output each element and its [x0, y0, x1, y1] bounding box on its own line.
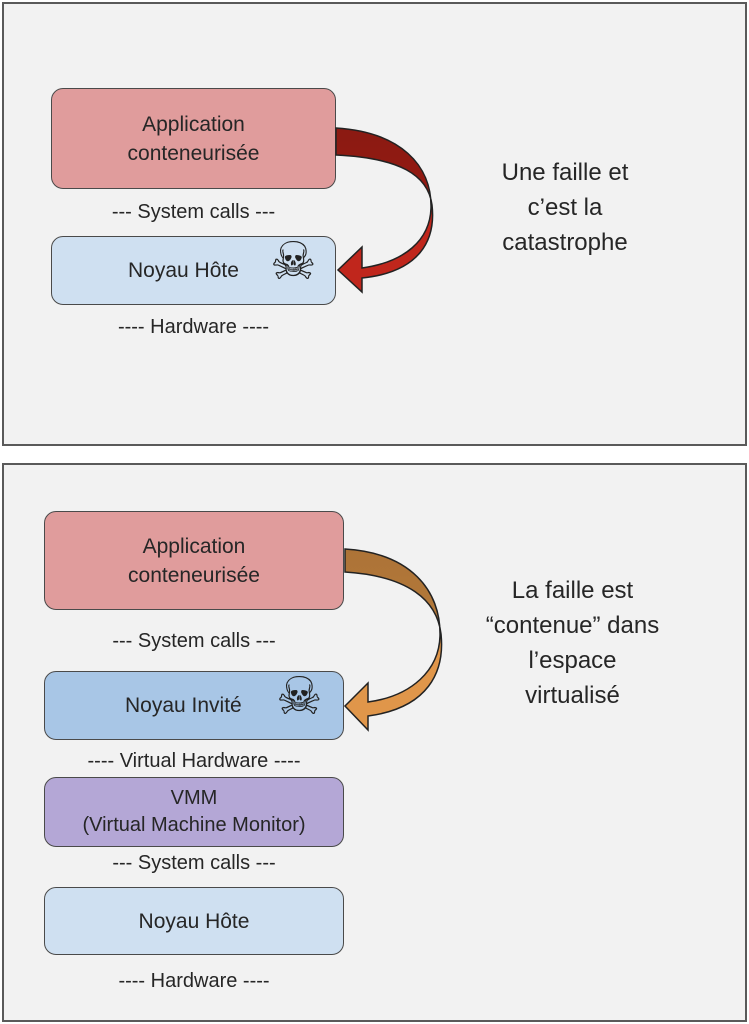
vmm-full-name: (Virtual Machine Monitor) — [82, 814, 306, 836]
virtual-hardware-layer-label: ---- Virtual Hardware ---- — [87, 750, 301, 772]
hardware-layer-label: ---- Hardware ---- — [118, 970, 270, 992]
host-kernel-label: Noyau Hôte — [138, 909, 250, 933]
caption-line: Une faille et — [501, 159, 629, 186]
container-app-label-line2: conteneurisée — [127, 141, 260, 165]
caption-line: “contenue” dans — [485, 612, 660, 639]
panel-host-kernel-scenario — [2, 2, 747, 446]
guest-kernel-label: Noyau Invité — [125, 694, 242, 717]
container-app-label-line1: Application — [142, 534, 246, 558]
vmm-label: VMM — [170, 787, 218, 809]
container-app-label-line1: Application — [142, 112, 245, 136]
syscalls-layer-label: --- System calls --- — [112, 852, 276, 874]
host-kernel-box: Noyau Hôte — [51, 236, 336, 305]
host-kernel-label: Noyau Hôte — [128, 259, 239, 282]
curved-arrow-shape — [335, 127, 434, 294]
container-app-box: Application conteneurisée — [51, 88, 336, 189]
caption-panel2: La faille est “contenue” dans l’espace v… — [455, 573, 690, 713]
caption-line: catastrophe — [502, 229, 628, 256]
container-app-label-line2: conteneurisée — [128, 563, 260, 587]
caption-line: l’espace — [528, 647, 617, 674]
syscalls-layer-label: --- System calls --- — [112, 630, 276, 652]
skull-crossbones-icon: ☠ — [270, 233, 317, 291]
caption-panel1: Une faille et c’est la catastrophe — [450, 155, 680, 260]
hardware-layer-label: ---- Hardware ---- — [117, 316, 270, 338]
caption-line: virtualisé — [525, 682, 620, 709]
host-kernel-box: Noyau Hôte — [44, 887, 344, 955]
curved-arrow-shape — [343, 548, 443, 732]
container-app-box: Application conteneurisée — [44, 511, 344, 610]
vmm-box: VMM (Virtual Machine Monitor) — [44, 777, 344, 847]
syscalls-layer-label: --- System calls --- — [111, 201, 276, 223]
guest-kernel-box: Noyau Invité — [44, 671, 344, 740]
caption-line: c’est la — [527, 194, 603, 221]
skull-crossbones-icon: ☠ — [276, 668, 323, 726]
caption-line: La faille est — [511, 577, 634, 604]
